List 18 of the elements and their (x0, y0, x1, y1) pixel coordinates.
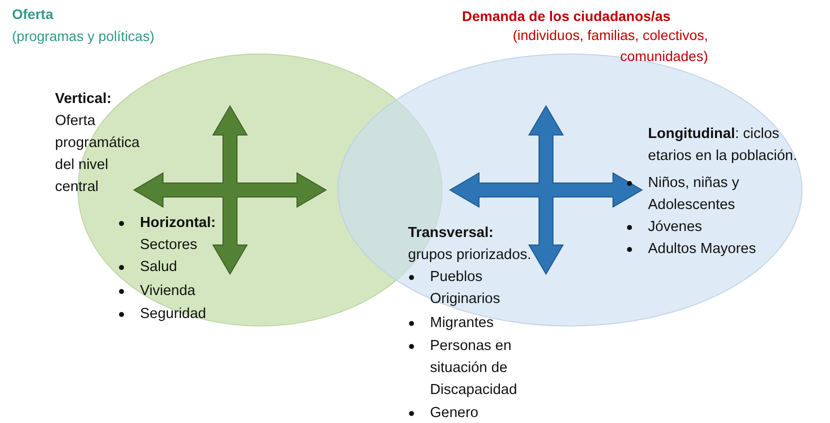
list-item: Seguridad (140, 305, 208, 324)
list-item: Migrantes (430, 314, 495, 333)
subheading: (programas y políticas) (12, 27, 154, 46)
list-item: Horizontal: Sectores (140, 214, 217, 255)
list-item: Personas en situación de Discapacidad (430, 337, 518, 400)
list-item: Vivienda (140, 282, 196, 301)
heading: Demanda de los ciudadanos/as (462, 7, 671, 26)
heading: Oferta (12, 5, 54, 24)
list-item: Genero (430, 404, 480, 423)
list-item: Niños, niñas y Adolescentes (648, 174, 740, 215)
description-text: Longitudinal: ciclos etarios en la población. (648, 125, 798, 166)
list-item: Salud (140, 258, 178, 277)
list-item: Adultos Mayores (648, 240, 757, 259)
subheading: (individuos, familias, colectivos, comunidades) (512, 26, 708, 66)
list-item: Pueblos Originarios (430, 268, 502, 309)
list-item: Jóvenes (648, 218, 704, 237)
description-text: Transversal: grupos priorizados. (408, 224, 532, 265)
description-text: Vertical: Oferta programática del nivel central (55, 90, 141, 197)
